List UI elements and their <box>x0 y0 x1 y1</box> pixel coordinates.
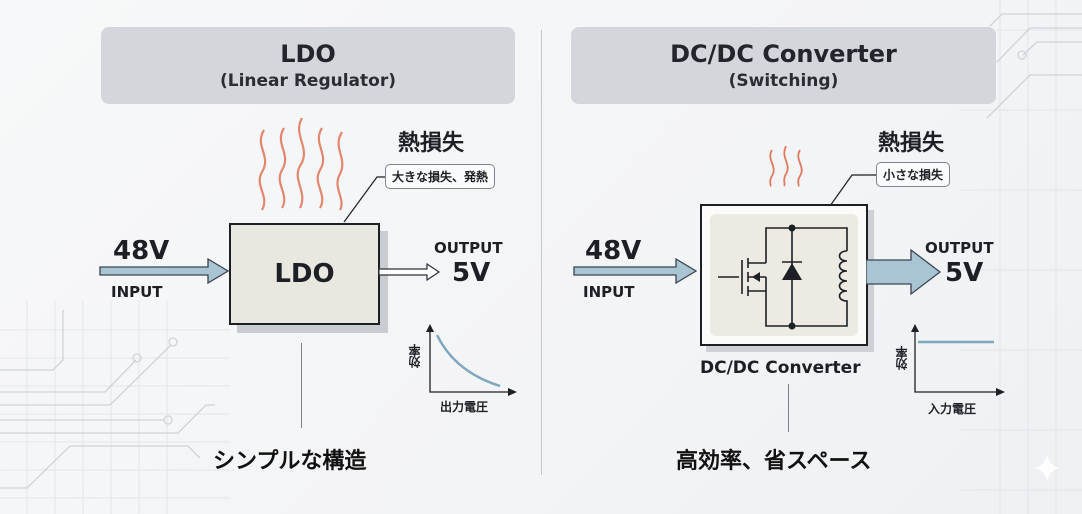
dcdc-graph-x-label: 入力電圧 <box>928 402 977 416</box>
dcdc-block-label: DC/DC Converter <box>700 358 861 378</box>
dcdc-output-voltage: 5V <box>945 258 984 288</box>
ldo-output-label: OUTPUT <box>434 239 503 257</box>
dcdc-subtitle: (Switching) <box>728 70 839 91</box>
dcdc-block <box>700 204 868 346</box>
dcdc-caption-leader <box>788 384 789 432</box>
dcdc-graph-y-label: 効率 <box>895 346 909 370</box>
ldo-title: LDO <box>280 39 336 68</box>
dcdc-efficiency-graph <box>911 324 1005 396</box>
ldo-title-box: LDO (Linear Regulator) <box>101 27 515 104</box>
large-heat-waves-icon <box>258 118 344 211</box>
dcdc-caption: 高効率、省スペース <box>676 449 872 474</box>
dcdc-block-inner <box>710 214 858 336</box>
dcdc-output-label: OUTPUT <box>925 239 994 257</box>
dcdc-input-label: INPUT <box>583 283 635 301</box>
ldo-caption: シンプルな構造 <box>213 449 367 474</box>
ldo-graph-x-label: 出力電圧 <box>440 400 489 414</box>
dcdc-title: DC/DC Converter <box>670 39 897 68</box>
mosfet-icon <box>718 258 766 296</box>
ldo-output-arrow-icon <box>378 262 441 282</box>
ldo-callout-leader <box>343 176 385 223</box>
ldo-caption-leader <box>301 343 302 428</box>
ldo-block-label: LDO <box>274 259 335 289</box>
dcdc-loss-callout: 小さな損失 <box>876 162 951 187</box>
ldo-input-label: INPUT <box>111 283 163 301</box>
ldo-output-voltage: 5V <box>452 258 491 288</box>
ldo-heat-loss-label: 熱損失 <box>398 131 465 156</box>
dcdc-input-arrow-icon <box>573 257 698 285</box>
ldo-graph-y-label: 効率 <box>408 344 422 368</box>
sparkle-icon <box>1034 454 1060 482</box>
dcdc-callout-leader <box>829 174 876 207</box>
dcdc-output-arrow-icon <box>866 248 942 296</box>
ldo-subtitle: (Linear Regulator) <box>220 70 396 91</box>
ldo-input-arrow-icon <box>99 257 230 285</box>
dcdc-input-voltage: 48V <box>585 236 642 266</box>
ldo-input-voltage: 48V <box>113 236 170 266</box>
ldo-efficiency-graph <box>426 324 517 396</box>
switching-circuit-schematic <box>718 224 848 330</box>
ldo-efficiency-curve <box>435 334 501 388</box>
inductor-icon <box>838 250 848 306</box>
dcdc-heat-loss-label: 熱損失 <box>878 131 945 156</box>
ldo-loss-callout: 大きな損失、発熱 <box>385 164 496 189</box>
diode-icon <box>782 263 802 280</box>
ldo-block: LDO <box>229 223 380 325</box>
center-divider <box>541 30 542 475</box>
small-heat-waves-icon <box>769 146 803 187</box>
dcdc-title-box: DC/DC Converter (Switching) <box>571 27 996 104</box>
